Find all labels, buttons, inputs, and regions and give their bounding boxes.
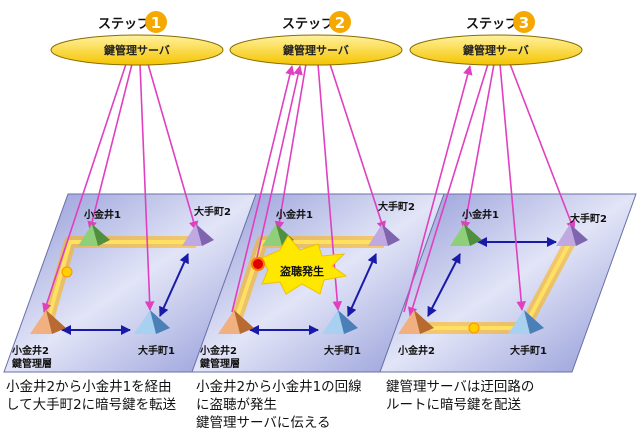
key-packet xyxy=(61,266,73,278)
key-packet xyxy=(468,322,480,334)
node-label-bottom-right: 大手町1 xyxy=(324,344,361,357)
control-line xyxy=(274,63,307,231)
control-line xyxy=(499,63,527,311)
node-pyramid-green xyxy=(450,224,482,246)
key-server-label: 鍵管理サーバ xyxy=(283,43,349,57)
node-label-bottom-right: 大手町1 xyxy=(510,344,547,357)
step-number-badge xyxy=(513,11,535,33)
step-label: ステップ xyxy=(98,17,151,32)
key-route-line xyxy=(234,240,384,321)
key-server-node: 鍵管理サーバ xyxy=(50,34,224,66)
node-pyramid-blue xyxy=(134,310,170,334)
control-line-upstream xyxy=(403,65,473,313)
node-label-bottom-left: 小金井2 xyxy=(397,344,435,357)
node-label-top-left: 小金井1 xyxy=(275,208,313,221)
alert-label: 盗聴発生 xyxy=(280,264,324,278)
node-label-top-right: 大手町2 xyxy=(194,205,231,218)
node-pyramid-purple xyxy=(182,224,214,246)
node-pyramid-orange xyxy=(218,310,254,334)
step-label: ステップ xyxy=(282,17,335,32)
control-line xyxy=(460,63,495,231)
key-route-line xyxy=(46,240,196,321)
node-pyramid-orange xyxy=(398,310,434,334)
step-2-caption: 小金井2から小金井1の回線 に盗聴が発生 鍵管理サーバに伝える xyxy=(196,379,362,431)
step-2-panel-group: 鍵管理サーバ ステップ 2 盗聴発生 小金井1 大手町2 小金井2 大手町1 鍵… xyxy=(191,11,449,373)
step-1-caption: 小金井2から小金井1を経由 して大手町2に暗号鍵を転送 xyxy=(6,379,177,413)
eavesdrop-point xyxy=(251,257,265,271)
key-server-node: 鍵管理サーバ xyxy=(229,34,403,66)
step-number: 1 xyxy=(151,14,161,32)
eavesdrop-alert-burst: 盗聴発生 xyxy=(261,235,348,295)
node-label-bottom-left: 小金井2 xyxy=(11,344,49,357)
control-line xyxy=(87,63,133,231)
node-label-top-right: 大手町2 xyxy=(570,212,607,225)
step-number: 3 xyxy=(519,14,529,32)
node-pyramid-purple xyxy=(368,224,400,246)
key-server-label: 鍵管理サーバ xyxy=(463,43,529,57)
step-number: 2 xyxy=(335,14,345,32)
node-label-top-right: 大手町2 xyxy=(378,200,415,213)
node-pyramid-blue xyxy=(322,310,358,334)
step-3-caption: 鍵管理サーバは迂回路の ルートに暗号鍵を配送 xyxy=(386,379,535,413)
step-number-badge xyxy=(329,11,351,33)
key-server-label: 鍵管理サーバ xyxy=(104,43,170,57)
control-line xyxy=(139,63,155,311)
layer-label: 鍵管理層 xyxy=(12,357,52,370)
link-line xyxy=(347,253,377,317)
key-server-node: 鍵管理サーバ xyxy=(409,34,583,66)
control-line xyxy=(42,63,127,313)
node-label-top-left: 小金井1 xyxy=(461,208,499,221)
control-line xyxy=(407,63,489,317)
control-line xyxy=(147,63,199,231)
link-line xyxy=(159,253,189,317)
layer-label: 鍵管理層 xyxy=(200,357,240,370)
control-line xyxy=(329,63,386,231)
step-1-panel-group: 鍵管理サーバ ステップ 1 小金井1 大手町2 小金井2 大手町1 鍵管理層 xyxy=(3,11,261,373)
node-pyramid-purple xyxy=(556,224,588,246)
control-line xyxy=(509,63,576,231)
step-label: ステップ xyxy=(466,17,519,32)
node-pyramid-green xyxy=(78,224,110,246)
link-line xyxy=(427,253,461,317)
node-pyramid-orange xyxy=(30,310,66,334)
control-line-upstream xyxy=(255,65,303,263)
control-line-upstream xyxy=(231,65,295,313)
step-3-panel-group: 鍵管理サーバ ステップ 3 小金井1 大手町2 小金井2 大手町1 xyxy=(379,11,637,373)
node-label-bottom-left: 小金井2 xyxy=(199,344,237,357)
node-label-top-left: 小金井1 xyxy=(83,208,121,221)
step-number-badge xyxy=(145,11,167,33)
node-pyramid-blue xyxy=(508,310,544,334)
node-label-bottom-right: 大手町1 xyxy=(138,344,175,357)
